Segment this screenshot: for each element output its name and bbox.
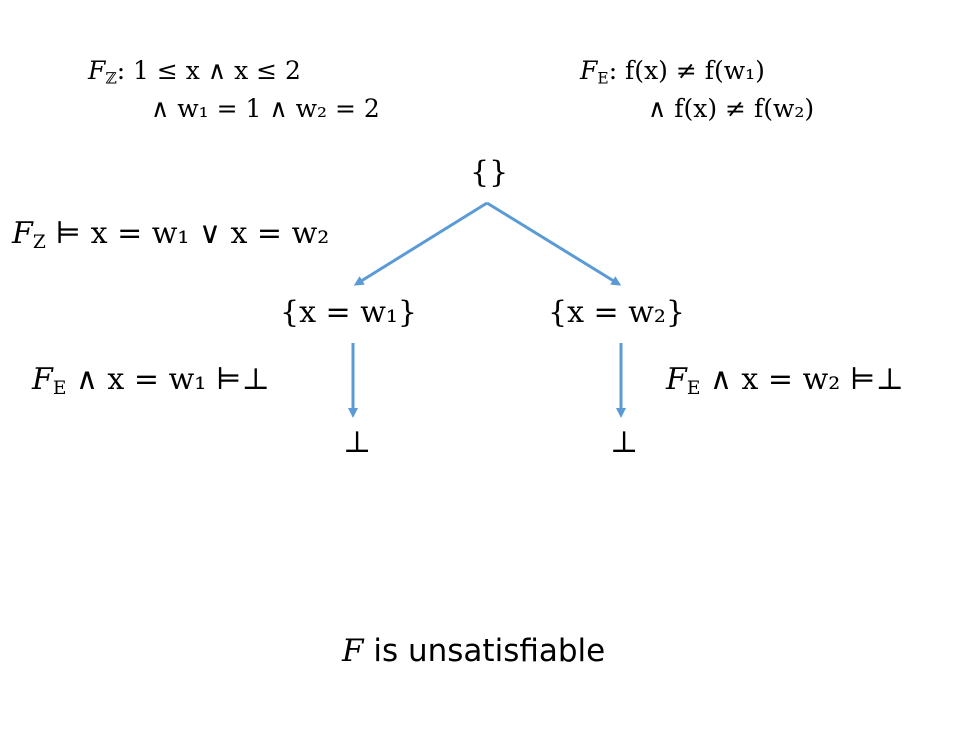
- tree-left-node: {x = w₁}: [280, 295, 418, 330]
- right-entailment-text: ∧ x = w₂ ⊨⊥: [700, 362, 904, 397]
- fe-line1-text: : f(x) ≠ f(w₁): [608, 56, 765, 85]
- fz-line1-text: : 1 ≤ x ∧ x ≤ 2: [116, 56, 301, 85]
- fe-name: F: [580, 56, 598, 85]
- left-entailment-subscript: E: [52, 378, 67, 400]
- right-entailment: FE ∧ x = w₂ ⊨⊥: [666, 362, 904, 400]
- tree-right-node: {x = w₂}: [548, 295, 686, 330]
- fe-definition-line2: ∧ f(x) ≠ f(w₂): [648, 94, 815, 123]
- conclusion-text: is unsatisfiable: [363, 633, 606, 669]
- conclusion-variable: F: [342, 633, 364, 669]
- split-entailment-text: ⊨ x = w₁ ∨ x = w₂: [45, 216, 330, 251]
- edge-root-right: [486, 201, 622, 286]
- left-entailment: FE ∧ x = w₁ ⊨⊥: [32, 362, 270, 400]
- fe-definition: FE: f(x) ≠ f(w₁) ∧ f(x) ≠ f(w₂): [580, 52, 814, 128]
- split-entailment-subscript: Z: [32, 232, 46, 254]
- left-leaf-bottom: ⊥: [343, 425, 372, 460]
- fe-subscript: E: [597, 69, 609, 88]
- right-entailment-name: F: [666, 362, 687, 397]
- fz-definition-line1: Fℤ: 1 ≤ x ∧ x ≤ 2: [88, 52, 380, 90]
- edge-root-left: [353, 201, 488, 286]
- fz-subscript: ℤ: [105, 69, 117, 88]
- fz-name: F: [88, 56, 106, 85]
- left-entailment-text: ∧ x = w₁ ⊨⊥: [66, 362, 270, 397]
- conclusion: F is unsatisfiable: [342, 633, 605, 669]
- split-entailment-name: F: [12, 216, 33, 251]
- fe-definition-line1: FE: f(x) ≠ f(w₁): [580, 52, 814, 90]
- tree-root-node: {}: [470, 155, 509, 190]
- left-entailment-name: F: [32, 362, 53, 397]
- right-entailment-subscript: E: [686, 378, 701, 400]
- split-entailment: FZ ⊨ x = w₁ ∨ x = w₂: [12, 216, 330, 254]
- fz-definition: Fℤ: 1 ≤ x ∧ x ≤ 2 ∧ w₁ = 1 ∧ w₂ = 2: [88, 52, 380, 128]
- right-leaf-bottom: ⊥: [610, 425, 639, 460]
- fz-definition-line2: ∧ w₁ = 1 ∧ w₂ = 2: [151, 94, 380, 123]
